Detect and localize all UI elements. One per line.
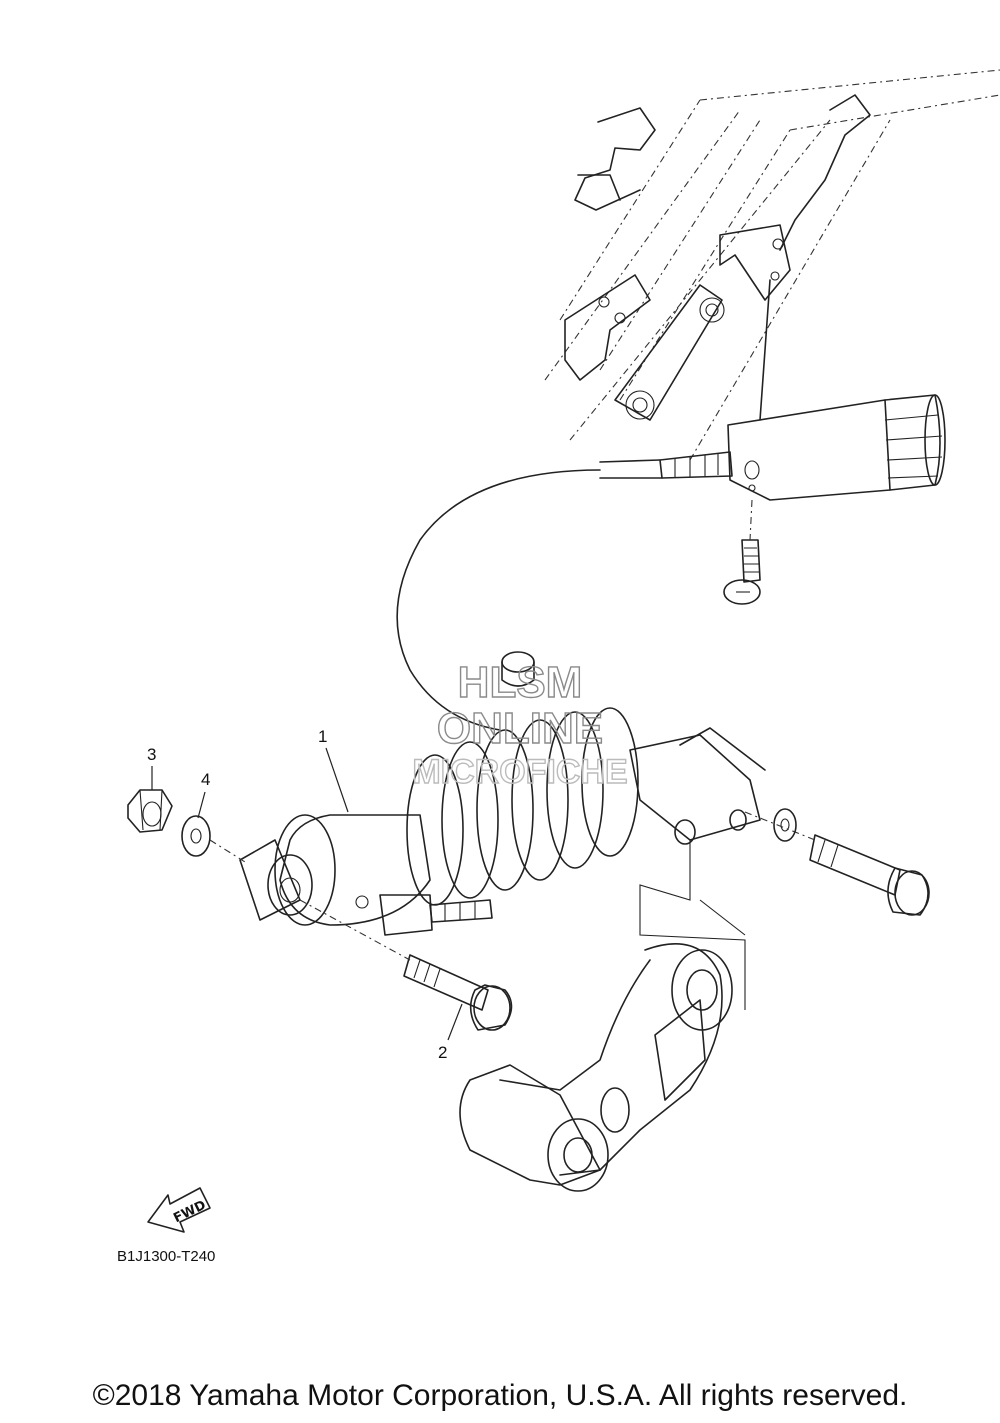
rear-shock-absorber <box>239 651 766 936</box>
fwd-arrow-icon: FWD <box>147 1187 211 1233</box>
svg-text:HLSM: HLSM <box>458 658 583 707</box>
assembly-guide-lines <box>639 840 746 1010</box>
preload-adjuster <box>599 279 946 501</box>
svg-text:2: 2 <box>438 1043 447 1062</box>
callout-1: 1 <box>318 727 349 813</box>
svg-text:3: 3 <box>147 745 156 764</box>
svg-text:1: 1 <box>318 727 327 746</box>
watermark: HLSM ONLINE MICROFICHE <box>412 657 629 791</box>
svg-text:FWD: FWD <box>171 1198 208 1226</box>
diagram-code: B1J1300-T240 <box>117 1248 215 1265</box>
adjuster-bolt <box>723 499 761 605</box>
callout-2: 2 <box>438 1003 463 1062</box>
svg-text:MICROFICHE: MICROFICHE <box>412 753 627 791</box>
callout-3: 3 <box>147 745 156 790</box>
relay-arm <box>459 943 733 1192</box>
upper-mount-bolt <box>744 808 930 916</box>
svg-text:ONLINE: ONLINE <box>437 704 603 753</box>
shock-lower-bolt <box>299 899 513 1031</box>
callout-4: 4 <box>197 770 210 819</box>
svg-text:4: 4 <box>201 770 210 789</box>
frame-phantom-outline <box>544 69 1000 461</box>
copyright-notice: ©2018 Yamaha Motor Corporation, U.S.A. A… <box>92 1379 908 1412</box>
shock-nut <box>127 789 173 833</box>
preload-hose <box>396 469 601 731</box>
shock-washer <box>181 815 246 863</box>
